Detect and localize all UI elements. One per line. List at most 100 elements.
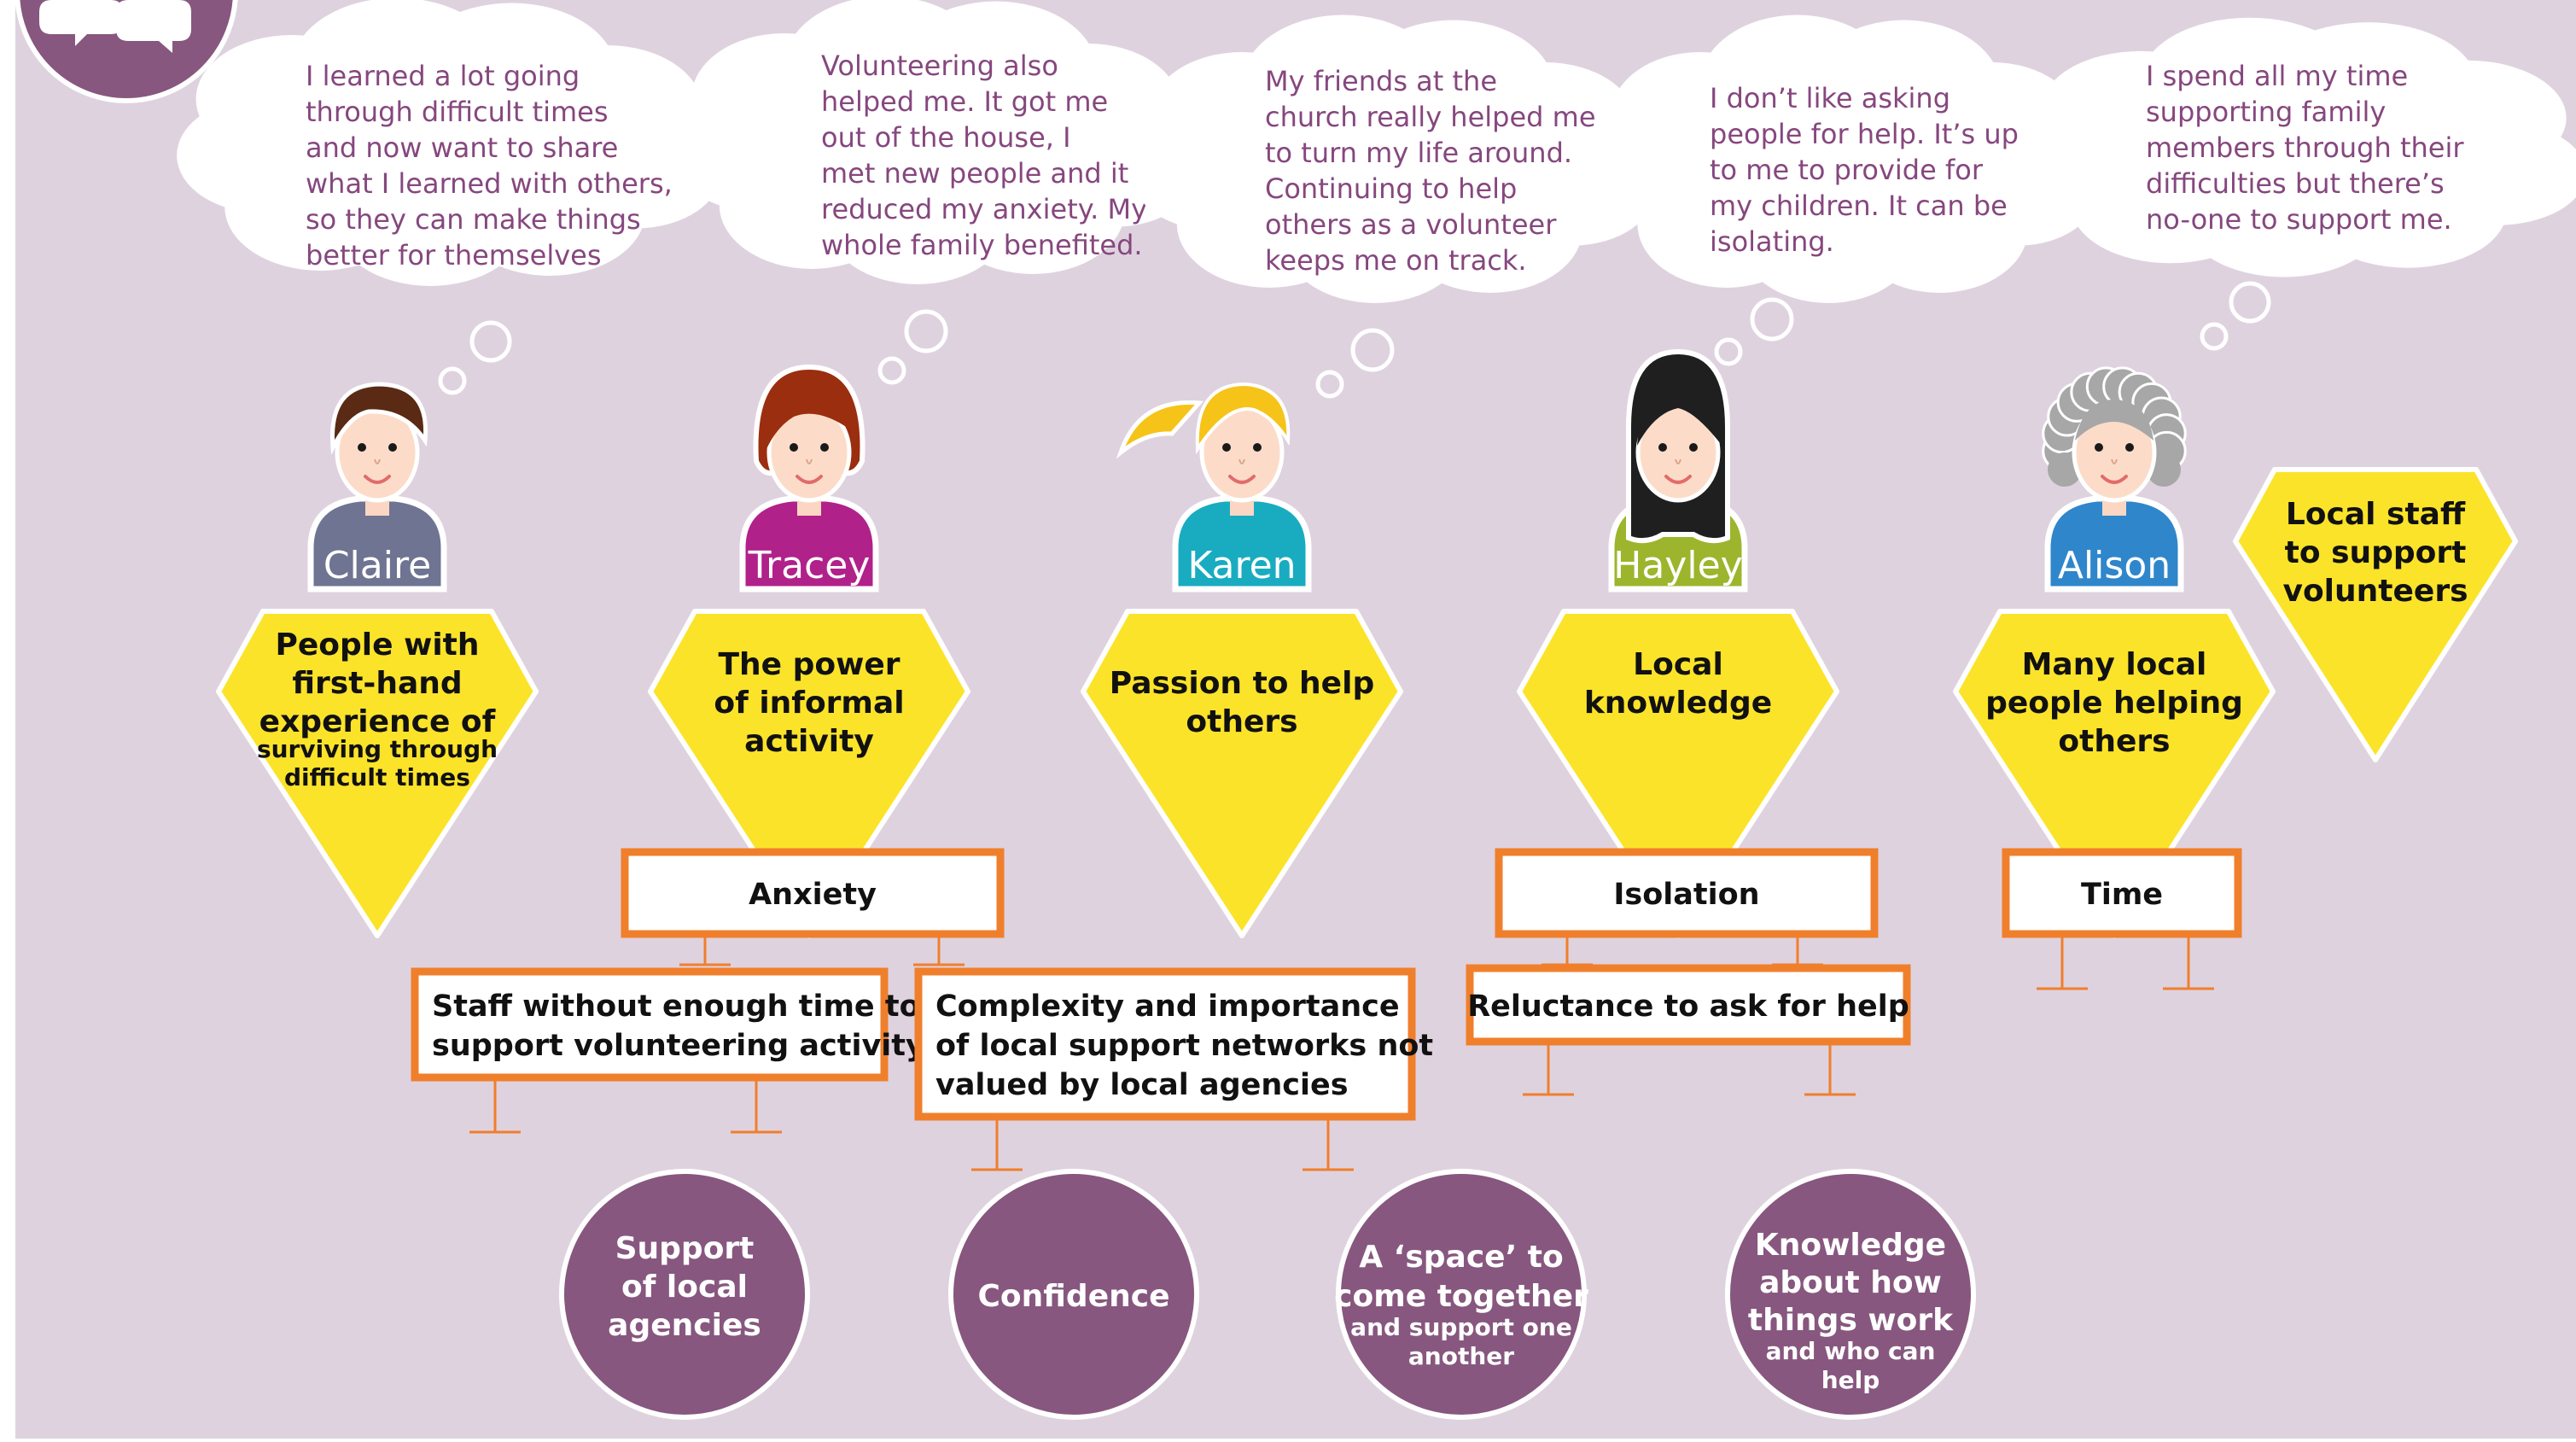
need-label: Support <box>615 1231 755 1266</box>
thought-line: Continuing to help <box>1265 172 1517 205</box>
hair-front <box>1637 389 1721 446</box>
hair-front <box>766 388 854 449</box>
thought-line: better for themselves <box>306 239 602 271</box>
need-label: and who can <box>1766 1337 1936 1365</box>
barrier-label: of local support networks not <box>935 1029 1433 1063</box>
circle-shape <box>1336 1169 1587 1420</box>
gem-label: Local <box>1633 647 1723 682</box>
thought-line: difficulties but there’s <box>2146 167 2445 200</box>
gem-shape <box>1953 609 2276 938</box>
thought-bubble-dot <box>877 356 906 385</box>
eye-left <box>1658 443 1667 452</box>
avatar-tracey <box>739 364 879 593</box>
gem-label: activity <box>744 724 874 759</box>
smile <box>1664 475 1692 484</box>
gem-label: experience of <box>259 704 496 739</box>
hair-ponytail <box>1116 400 1204 459</box>
gem-label: to support <box>2285 535 2467 570</box>
thought-line: keeps me on track. <box>1265 244 1527 277</box>
hair-front <box>1195 382 1291 455</box>
hair-front <box>2075 400 2153 441</box>
gem-shape <box>1081 609 1403 938</box>
sign-board <box>621 848 1005 938</box>
gem-label: volunteers <box>2282 574 2468 609</box>
smile <box>2101 475 2128 484</box>
nose <box>374 458 381 464</box>
thought-bubble-dot <box>1750 297 1794 342</box>
thought-bubble-dot <box>2200 322 2229 351</box>
shirt <box>1172 495 1312 593</box>
person-name: Hayley <box>1613 544 1742 587</box>
gem-shape <box>216 609 539 938</box>
gem-label: of informal <box>714 686 904 721</box>
gem-label: Local staff <box>2286 497 2466 532</box>
thought-line: members through their <box>2146 131 2464 164</box>
gem-label: Passion to help <box>1110 666 1374 701</box>
gem-shape <box>2233 467 2518 762</box>
barrier-label: Anxiety <box>749 878 877 912</box>
thought-line: I don’t like asking <box>1710 82 1950 114</box>
thought-line: out of the house, I <box>821 121 1071 154</box>
thought-bubble-dot <box>2229 281 2271 324</box>
gem-label: The power <box>718 647 900 682</box>
eye-left <box>2095 443 2103 452</box>
gem-label: surviving through <box>257 735 498 763</box>
gem-label: knowledge <box>1584 686 1772 721</box>
thought-bubble-dot <box>438 366 467 395</box>
cloud-puff <box>784 34 1098 253</box>
barrier-label: Time <box>2081 878 2163 912</box>
eye-left <box>790 443 798 452</box>
barrier-label: support volunteering activity <box>432 1029 925 1063</box>
shirt <box>307 495 447 593</box>
thought-line: met new people and it <box>821 157 1128 190</box>
eye-right <box>1689 443 1698 452</box>
thought-line: Volunteering also <box>821 50 1058 82</box>
barrier-label: Isolation <box>1613 878 1759 912</box>
need-label: Knowledge <box>1755 1228 1946 1263</box>
avatar-alison <box>2042 366 2187 593</box>
shirt <box>2044 495 2184 593</box>
thought-bubble-dot <box>469 320 512 363</box>
thought-line: others as a volunteer <box>1265 208 1557 241</box>
gem-label: difficult times <box>284 763 470 791</box>
speech-bubbles-icon <box>15 0 238 103</box>
barrier-label: Reluctance to ask for help <box>1467 990 1909 1024</box>
need-label: things work <box>1748 1303 1954 1338</box>
gem-label: others <box>1186 704 1297 739</box>
cloud-puff <box>2140 52 2478 248</box>
barrier-label: Complexity and importance <box>935 990 1400 1024</box>
eye-right <box>2125 443 2134 452</box>
thought-line: so they can make things <box>306 203 641 236</box>
avatar-claire <box>307 382 447 593</box>
sign-board <box>1495 848 1879 938</box>
thought-bubble-dot <box>1350 328 1395 372</box>
nose <box>1238 458 1245 464</box>
barrier-label: Staff without enough time to <box>432 990 920 1024</box>
need-label: Confidence <box>977 1279 1169 1314</box>
eye-left <box>1222 443 1231 452</box>
person-name: Tracey <box>748 544 871 587</box>
shirt <box>739 495 879 593</box>
sign-board <box>914 967 1416 1121</box>
barrier-sign: Reluctance to ask for help <box>1466 964 1911 1096</box>
circle-shape <box>559 1169 810 1420</box>
need-label: another <box>1408 1342 1514 1370</box>
thought-line: through difficult times <box>306 96 609 128</box>
thought-line: whole family benefited. <box>821 229 1143 261</box>
need-label: of local <box>621 1270 748 1305</box>
eye-right <box>1253 443 1262 452</box>
smile <box>364 475 391 484</box>
need-label: and support one <box>1350 1313 1572 1341</box>
